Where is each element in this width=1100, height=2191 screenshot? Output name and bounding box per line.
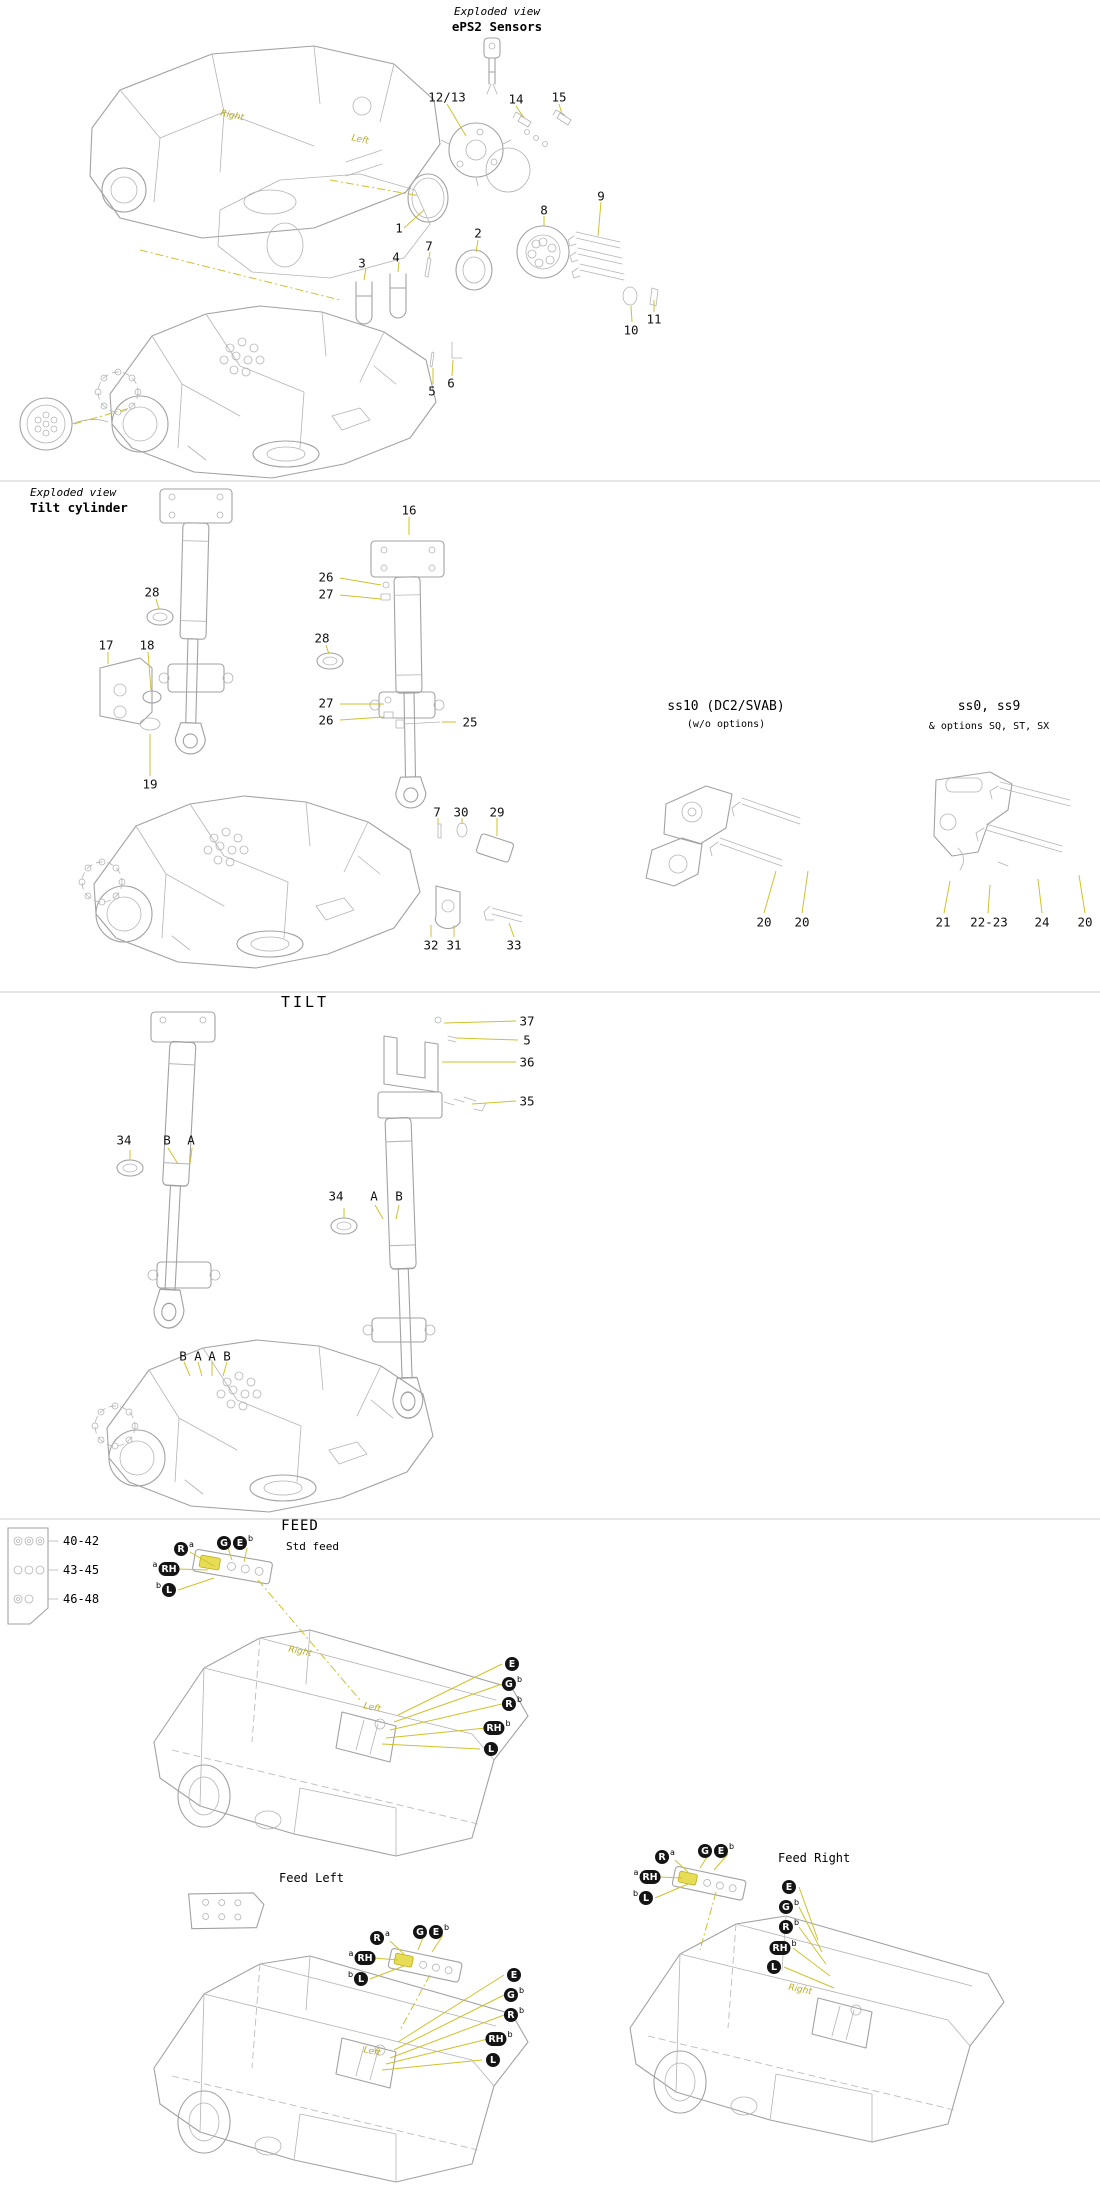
leader-lines-feed: [177, 1547, 835, 2071]
legend-label-46-48: 46-48: [63, 1592, 100, 1606]
variant-ss0-subtitle: & options SQ, ST, SX: [928, 721, 1050, 732]
feed-left-manifold-sketch: [387, 1948, 463, 1983]
tilt-section-title: TILT: [280, 993, 330, 1011]
legend-label-43-45: 43-45: [63, 1563, 100, 1577]
leader-lines-tilt: [129, 1020, 519, 1377]
feed-left-plate-sketch: [188, 1892, 265, 1930]
variant-ss10-title: ss10 (DC2/SVAB): [667, 699, 785, 714]
variant-ss10-subtitle: (w/o options): [686, 719, 766, 730]
section-tilt-cylinder-art: [78, 488, 1086, 969]
sensors-header-exploded-view: Exploded view: [453, 5, 541, 18]
section-tilt-art: [91, 1011, 519, 1513]
feed-std-subtitle: Std feed: [286, 1540, 339, 1553]
section-sensors-art: [19, 37, 659, 479]
plug-sketch: [516, 225, 570, 279]
feed-right-label: Feed Right: [778, 1851, 851, 1865]
variant-ss0-title: ss0, ss9: [957, 699, 1021, 714]
sensor-key-sketch: [483, 37, 501, 95]
tilt-cylinder-header-exploded-view: Exploded view: [30, 486, 117, 499]
legend-box: [7, 1527, 59, 1625]
bracket-sketch: [99, 657, 162, 731]
std-feed-manifold-sketch: [192, 1548, 273, 1585]
feed-section-title: FEED: [281, 1518, 319, 1534]
feed-right-manifold-sketch: [671, 1866, 747, 1901]
leader-lines-tilt-cylinder: [107, 517, 1086, 938]
section-feed-art: [7, 1527, 1005, 2183]
variant-ss10-sketch: [645, 785, 733, 887]
sensors-header-title: ePS2 Sensors: [451, 19, 543, 34]
variant-ss0-sketch: [933, 771, 1013, 871]
tilt-cylinder-header-title: Tilt cylinder: [30, 500, 128, 515]
legend-label-40-42: 40-42: [63, 1534, 100, 1548]
drifter-housing-sketch: [89, 45, 441, 239]
feed-left-label: Feed Left: [279, 1871, 345, 1885]
bolts-sketch: [567, 231, 625, 281]
sensor-plate-sketch: [440, 122, 512, 187]
leader-lines-sensors: [363, 103, 655, 384]
screws-sketch: [512, 109, 572, 147]
connector-sketch: [19, 397, 73, 451]
gear-housing-sketch: [217, 173, 431, 279]
